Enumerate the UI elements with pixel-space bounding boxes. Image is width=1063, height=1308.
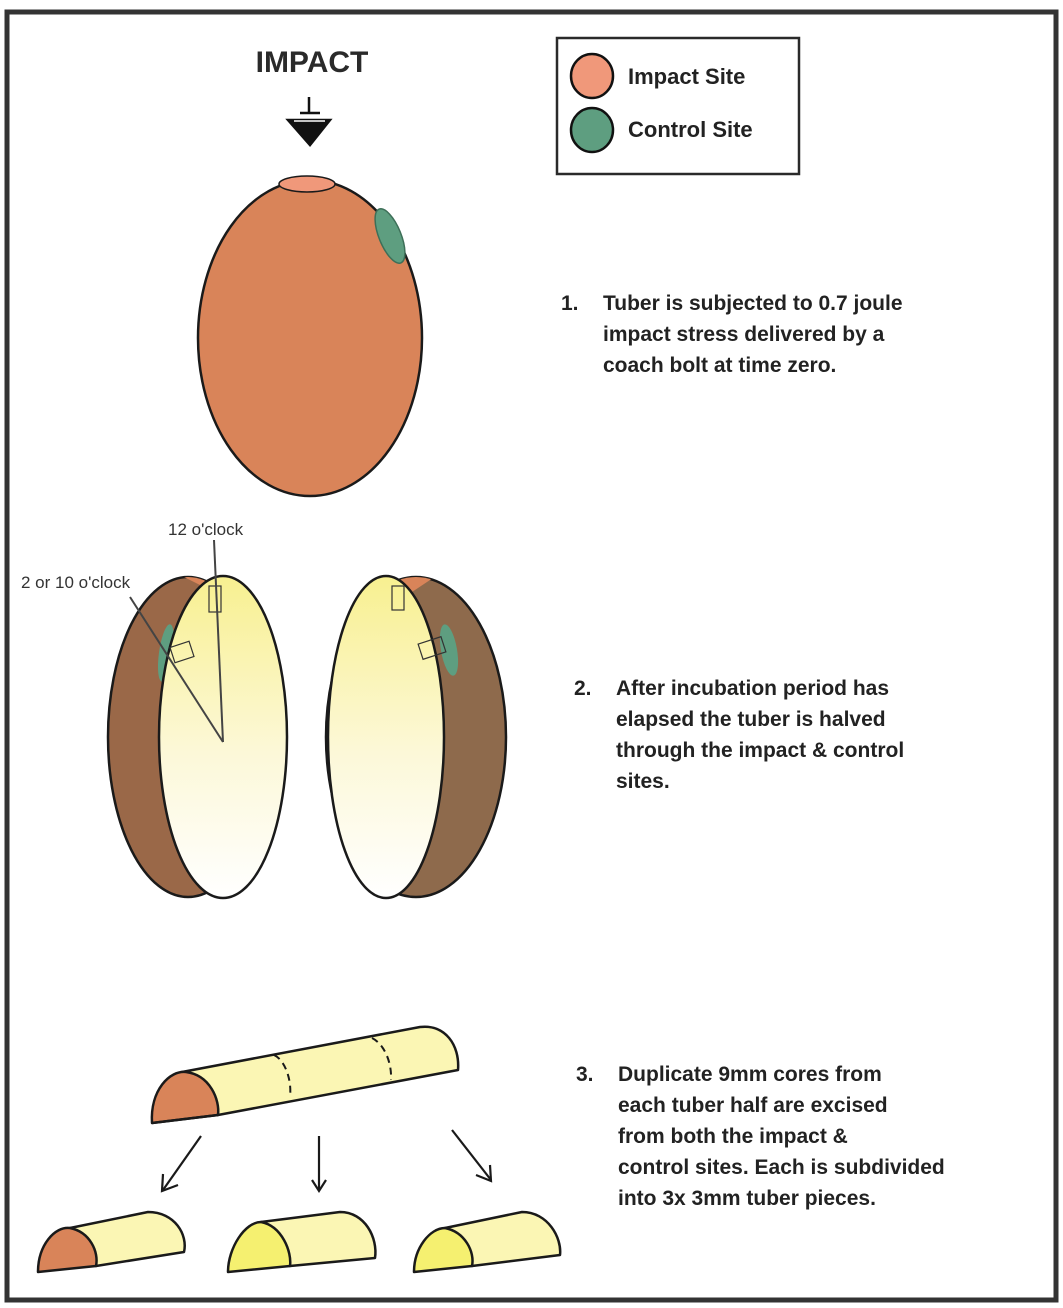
step-line: elapsed the tuber is halved [616,704,904,735]
step-line: impact stress delivered by a [603,319,903,350]
step-line: Tuber is subjected to 0.7 joule [603,288,903,319]
step-line: from both the impact & [618,1121,945,1152]
tuber-piece-3 [414,1212,560,1272]
tuber-piece-1 [38,1212,185,1272]
step-line: sites. [616,766,904,797]
two-or-ten-oclock-label: 2 or 10 o'clock [21,573,131,592]
step-2-text: 2. After incubation period has elapsed t… [574,673,1014,803]
arrow-down-icon [312,1136,326,1191]
twelve-oclock-label: 12 o'clock [168,520,244,539]
step-line: control sites. Each is subdivided [618,1152,945,1183]
step-number: 2. [574,673,592,704]
tuber-piece-2 [228,1212,375,1272]
bolt-arrow-icon [288,97,330,145]
step-1-text: 1. Tuber is subjected to 0.7 joule impac… [561,288,1021,388]
step-line: After incubation period has [616,673,904,704]
impact-label: IMPACT [256,46,369,79]
step-number: 3. [576,1059,594,1090]
step-line: into 3x 3mm tuber pieces. [618,1183,945,1214]
step-line: coach bolt at time zero. [603,350,903,381]
right-half-cut-face [328,576,444,898]
step-line: through the impact & control [616,735,904,766]
step-3-text: 3. Duplicate 9mm cores from each tuber h… [576,1059,1046,1219]
tuber-core [152,1027,458,1123]
step-line: each tuber half are excised [618,1090,945,1121]
split-arrows [162,1130,491,1191]
tuber-right-half [326,560,506,898]
arrow-down-right-icon [452,1130,491,1181]
legend: Impact Site Control Site [557,38,799,174]
arrow-down-left-icon [162,1136,201,1191]
legend-impact-label: Impact Site [628,64,745,89]
whole-tuber [198,176,422,496]
tuber-impact-site [279,176,335,192]
tuber-left-half [108,540,287,898]
step-number: 1. [561,288,579,319]
legend-impact-swatch [571,54,613,98]
step-line: Duplicate 9mm cores from [618,1059,945,1090]
legend-control-label: Control Site [628,117,753,142]
legend-control-swatch [571,108,613,152]
